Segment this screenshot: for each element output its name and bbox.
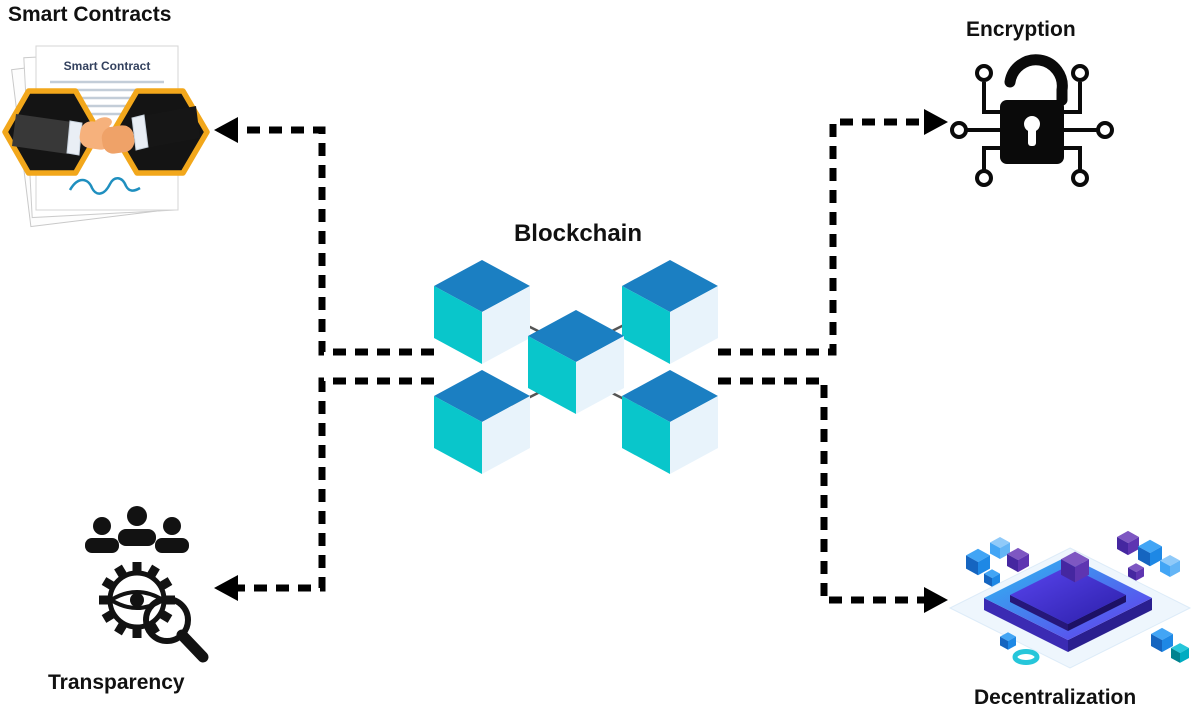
people-gear-eye-magnifier-icon (85, 506, 209, 663)
shackle (1004, 54, 1068, 106)
cube-top-right (622, 260, 718, 364)
cube-center (528, 310, 624, 414)
people-icon (85, 506, 189, 553)
label-encryption: Encryption (966, 18, 1076, 41)
keyhole (1024, 116, 1040, 132)
cube-bottom-left (434, 370, 530, 474)
handshake-contract-icon: Smart Contract (2, 45, 210, 228)
signature-scribble (68, 177, 141, 195)
label-smart-contracts: Smart Contracts (8, 3, 172, 26)
label-transparency: Transparency (48, 671, 185, 694)
arrow-to-encryption (718, 118, 924, 356)
blockchain-cubes-icon (434, 260, 718, 474)
arrowhead-transparency-icon (214, 575, 238, 601)
connector-arrows (214, 109, 948, 613)
isometric-chip-cubes-icon (948, 530, 1192, 669)
circuit-traces (950, 64, 1114, 187)
handshake-icon (12, 106, 200, 156)
arrowhead-smart-contracts-icon (214, 117, 238, 143)
magnifier-icon (143, 596, 209, 663)
arrow-to-smart-contracts (238, 126, 434, 356)
label-decentralization: Decentralization (974, 686, 1137, 709)
arrowhead-encryption-icon (924, 109, 948, 135)
arrow-to-decentralization (718, 377, 924, 604)
cube-top-left (434, 260, 530, 364)
label-blockchain: Blockchain (513, 220, 643, 247)
cube-bottom-right (622, 370, 718, 474)
padlock-circuit-icon (950, 54, 1114, 187)
arrowhead-decentralization-icon (924, 587, 948, 613)
chip-slab (984, 556, 1152, 652)
arrow-to-transparency (238, 377, 434, 592)
floating-cubes (966, 530, 1189, 665)
torus-ring (1012, 649, 1040, 665)
contract-title: Smart Contract (64, 59, 151, 73)
